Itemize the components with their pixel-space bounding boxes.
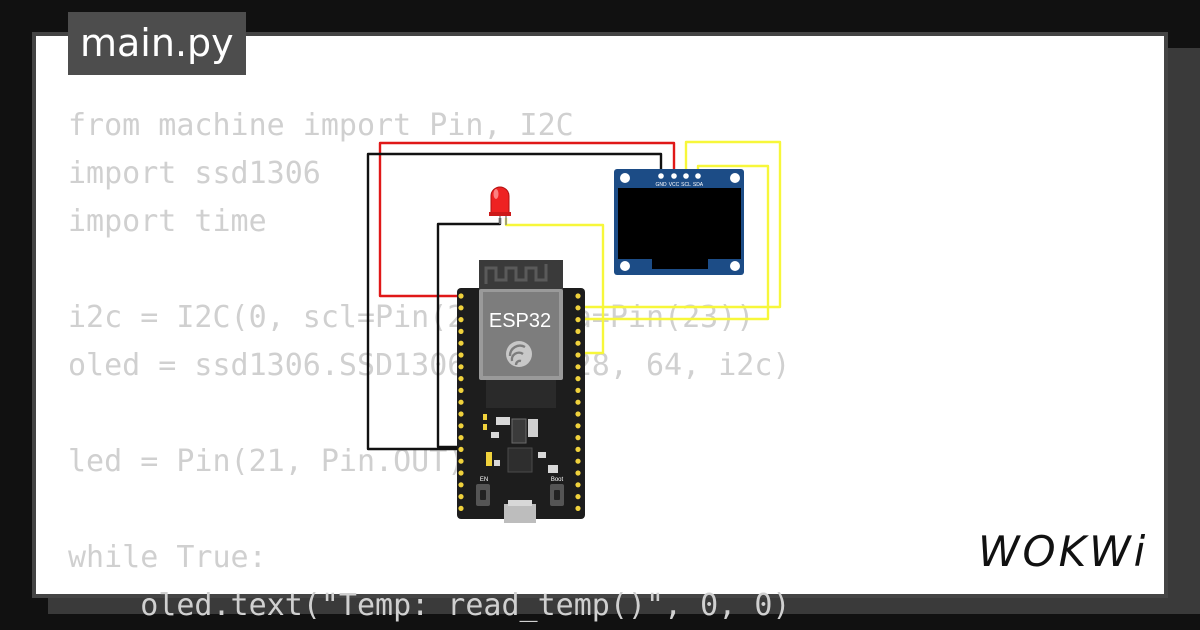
smd-component [486, 452, 492, 466]
led-rim [489, 212, 511, 216]
header-pin[interactable] [575, 435, 581, 441]
header-pin[interactable] [575, 293, 581, 299]
header-pin[interactable] [458, 305, 464, 311]
wokwi-logo: WOKWi [978, 527, 1148, 576]
header-pin[interactable] [575, 399, 581, 405]
header-pin[interactable] [458, 328, 464, 334]
header-pin[interactable] [458, 340, 464, 346]
header-pin[interactable] [458, 399, 464, 405]
led-body [490, 186, 510, 215]
header-pin[interactable] [458, 317, 464, 323]
smd-component [548, 465, 558, 473]
header-pin[interactable] [575, 340, 581, 346]
oled-ribbon [652, 259, 708, 269]
header-pin[interactable] [575, 423, 581, 429]
usb-uart-chip [507, 447, 533, 473]
oled-pin-label: VCC [669, 182, 680, 188]
espressif-logo-icon [506, 341, 532, 367]
wire-scl[interactable] [578, 140, 782, 309]
header-pin[interactable] [458, 482, 464, 488]
oled-pin-label: SCL [681, 182, 691, 188]
header-pin[interactable] [575, 505, 581, 511]
wifi-antenna [479, 260, 563, 292]
header-pins-right [575, 293, 581, 511]
header-pin[interactable] [575, 446, 581, 452]
smd-component [483, 424, 487, 430]
wokwi-logo-text: WOKWi [978, 527, 1148, 576]
voltage-regulator [511, 418, 527, 444]
smd-component [538, 452, 546, 458]
smd-component [496, 417, 510, 425]
oled-pin-sda[interactable] [694, 172, 702, 180]
header-pin[interactable] [575, 458, 581, 464]
usb-port-top [508, 500, 532, 506]
smd-component [483, 414, 487, 420]
board-silk-area [486, 380, 556, 408]
header-pin[interactable] [575, 482, 581, 488]
header-pin[interactable] [458, 364, 464, 370]
antenna-trace [484, 264, 548, 284]
code-line: import time [68, 204, 267, 239]
micro-usb-port[interactable] [504, 504, 536, 523]
code-line: from machine import Pin, I2C [68, 108, 574, 143]
mount-hole [620, 173, 630, 183]
oled-pin-gnd[interactable] [657, 172, 665, 180]
esp32-board[interactable]: ESP32 EN Boot [457, 260, 585, 523]
wire-gnd-oled[interactable] [366, 152, 663, 451]
header-pin[interactable] [458, 411, 464, 417]
header-pin[interactable] [458, 376, 464, 382]
code-line: import ssd1306 [68, 156, 321, 191]
header-pin[interactable] [458, 494, 464, 500]
oled-pin-label: SDA [693, 182, 704, 188]
smd-component [494, 460, 500, 466]
header-pin[interactable] [458, 387, 464, 393]
header-pin[interactable] [575, 387, 581, 393]
mount-hole [620, 261, 630, 271]
header-pin[interactable] [458, 423, 464, 429]
red-led[interactable] [489, 186, 511, 225]
oled-pin-vcc[interactable] [670, 172, 678, 180]
mount-hole [730, 173, 740, 183]
en-label: EN [480, 477, 488, 483]
oled-pin-scl[interactable] [682, 172, 690, 180]
oled-screen [618, 188, 741, 259]
header-pin[interactable] [575, 328, 581, 334]
en-button-cap [480, 490, 486, 500]
file-tab-main-py[interactable]: main.py [68, 12, 246, 75]
wire-vcc[interactable] [378, 141, 676, 298]
header-pin[interactable] [575, 494, 581, 500]
header-pin[interactable] [458, 505, 464, 511]
board-label: ESP32 [489, 310, 551, 332]
header-pin[interactable] [575, 317, 581, 323]
code-line: oled.text("Temp: read_temp()", 0, 0) [68, 588, 791, 623]
header-pin[interactable] [575, 470, 581, 476]
header-pin[interactable] [575, 305, 581, 311]
mount-hole [730, 261, 740, 271]
header-pin[interactable] [458, 352, 464, 358]
header-pin[interactable] [458, 470, 464, 476]
smd-component [491, 432, 499, 438]
header-pin[interactable] [575, 364, 581, 370]
header-pin[interactable] [458, 435, 464, 441]
boot-label: Boot [551, 477, 564, 483]
led-highlight [493, 189, 499, 199]
project-preview-card: from machine import Pin, I2C import ssd13… [32, 32, 1168, 623]
header-pin[interactable] [575, 411, 581, 417]
header-pin[interactable] [458, 458, 464, 464]
boot-button-cap [554, 490, 560, 500]
header-pin[interactable] [575, 352, 581, 358]
code-line: while True: [68, 540, 267, 575]
oled-display[interactable]: GND VCC SCL SDA [614, 169, 744, 275]
header-pin[interactable] [575, 376, 581, 382]
header-pin[interactable] [458, 446, 464, 452]
header-pin[interactable] [458, 293, 464, 299]
oled-pin-label: GND [655, 182, 667, 188]
smd-component [528, 419, 538, 437]
header-pins-left [458, 293, 464, 511]
